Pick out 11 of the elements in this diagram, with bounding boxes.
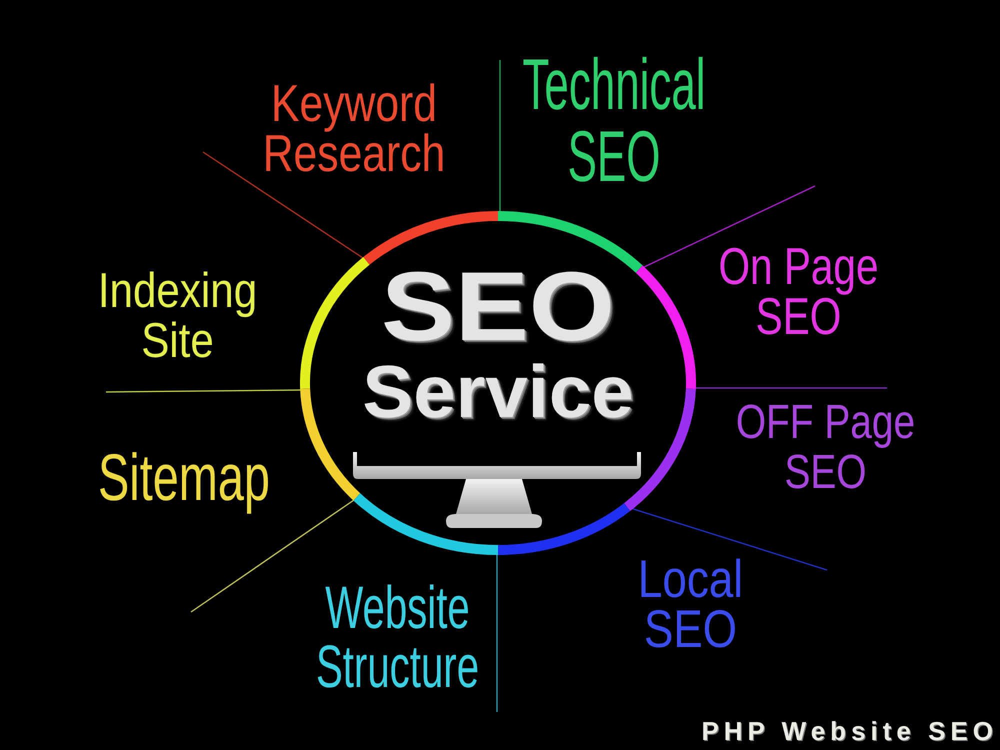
service-ring [298, 211, 698, 555]
topic-label: Indexing Site [96, 266, 258, 366]
ring-title: Service [362, 355, 634, 429]
topic-label: Website Structure [314, 578, 480, 696]
ring-title: SEO [381, 257, 615, 355]
topic-label: Keyword Research [262, 79, 446, 179]
topic-label: Local SEO [636, 555, 744, 655]
caption: PHP Website SEO [701, 715, 998, 747]
topic-label: Technical SEO [521, 49, 707, 193]
topic-label: OFF Page SEO [734, 398, 916, 498]
topic-label: On Page SEO [716, 242, 880, 342]
